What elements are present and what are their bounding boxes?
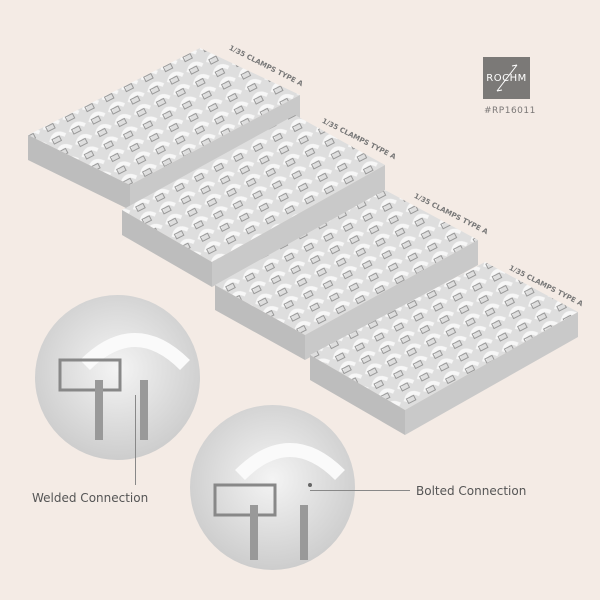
lightning-icon xyxy=(496,64,518,92)
bolted-caption: Bolted Connection xyxy=(416,484,527,498)
bolted-detail-inset xyxy=(190,405,355,570)
tray-3 xyxy=(215,190,478,360)
tray-4 xyxy=(310,262,578,435)
tray-1 xyxy=(28,48,300,210)
tray-2 xyxy=(122,115,385,287)
product-code: #RP16011 xyxy=(484,106,536,116)
bolted-leader-line xyxy=(310,490,410,491)
brand-logo: ROCHM xyxy=(483,57,530,99)
welded-detail-inset xyxy=(35,295,200,460)
welded-leader-line xyxy=(135,395,136,485)
welded-caption: Welded Connection xyxy=(32,491,149,505)
logo-text: ROCHM xyxy=(486,72,527,84)
